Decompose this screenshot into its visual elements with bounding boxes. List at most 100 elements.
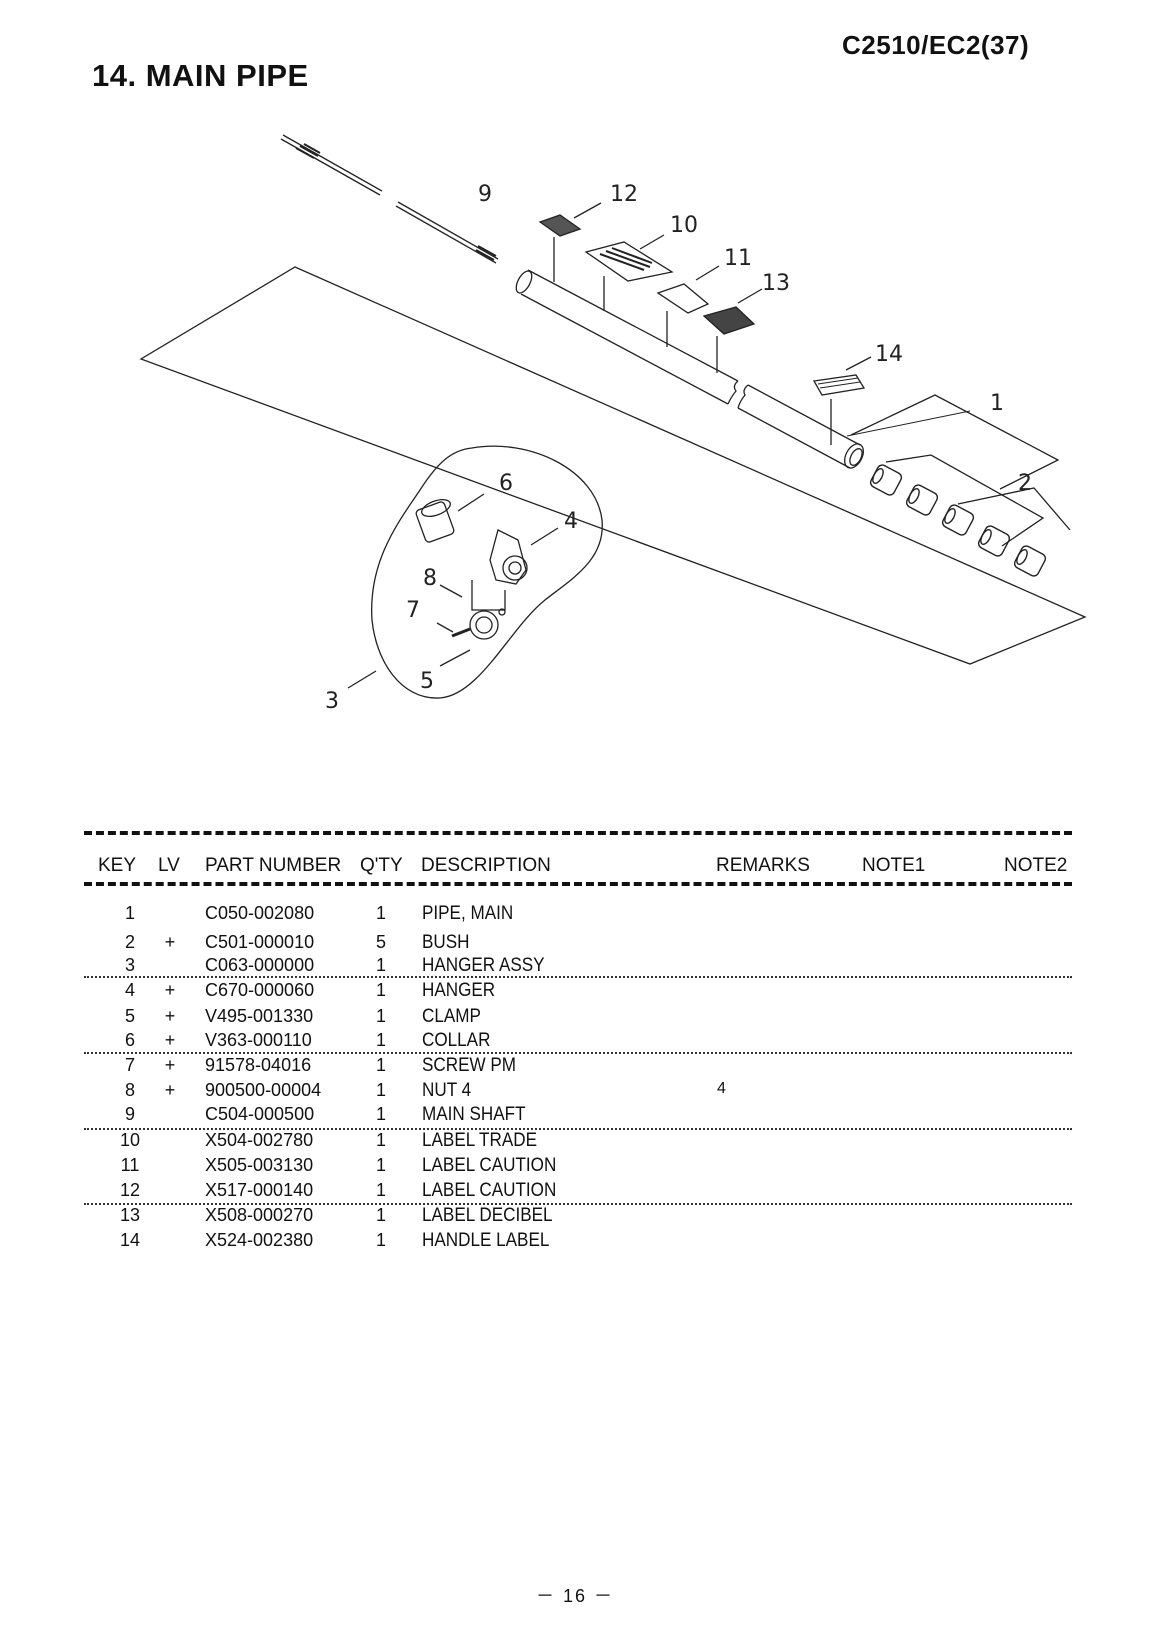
- cell-qty: 1: [375, 1030, 386, 1050]
- cell-description: PIPE, MAIN: [422, 903, 514, 924]
- column-header-qty: Q'TY: [360, 855, 403, 876]
- cell-qty: 1: [375, 1055, 386, 1075]
- bush-drawing: [869, 464, 1047, 577]
- cell-part-number: V363-000110: [205, 1030, 312, 1050]
- cell-part-number: X508-000270: [205, 1205, 314, 1225]
- cell-description: LABEL CAUTION: [422, 1180, 557, 1201]
- callout-11: 11: [724, 246, 752, 271]
- cell-qty: 1: [375, 1205, 386, 1225]
- cell-qty: 1: [375, 1130, 386, 1150]
- cell-key: 6: [124, 1030, 135, 1050]
- cell-key: 1: [124, 903, 135, 923]
- cell-key: 7: [124, 1055, 135, 1075]
- cell-remarks: 4: [717, 1080, 726, 1097]
- cell-qty: 1: [375, 955, 386, 975]
- cell-qty: 1: [375, 1230, 386, 1250]
- callout-7: 7: [406, 598, 420, 623]
- cell-part-number: C504-000500: [205, 1104, 315, 1124]
- cell-key: 14: [119, 1230, 141, 1250]
- group-separator: [84, 1128, 1072, 1130]
- cell-part-number: 900500-00004: [205, 1080, 322, 1100]
- table-row: 1 C050-002080 1 PIPE, MAIN: [0, 903, 1150, 927]
- cell-key: 3: [124, 955, 135, 975]
- cell-description: MAIN SHAFT: [422, 1104, 526, 1125]
- column-header-note1: NOTE1: [862, 855, 926, 876]
- cell-qty: 5: [375, 932, 386, 952]
- callout-1: 1: [990, 391, 1004, 416]
- callout-12: 12: [610, 182, 638, 207]
- cell-description: HANDLE LABEL: [422, 1230, 550, 1251]
- callout-9: 9: [478, 182, 492, 207]
- cell-lv: +: [164, 1006, 176, 1026]
- column-header-remarks: REMARKS: [716, 855, 810, 876]
- cell-part-number: X505-003130: [205, 1155, 314, 1175]
- cell-description: CLAMP: [422, 1006, 481, 1027]
- cell-description: HANGER: [422, 980, 496, 1001]
- cell-qty: 1: [375, 1080, 386, 1100]
- table-row: 10 X504-002780 1 LABEL TRADE: [0, 1130, 1150, 1154]
- cell-qty: 1: [375, 980, 386, 1000]
- cell-part-number: C501-000010: [205, 932, 315, 952]
- cell-qty: 1: [375, 1155, 386, 1175]
- cell-key: 9: [124, 1104, 135, 1124]
- cell-key: 4: [124, 980, 135, 1000]
- cell-key: 12: [119, 1180, 141, 1200]
- cell-description: LABEL DECIBEL: [422, 1205, 553, 1226]
- cell-description: LABEL CAUTION: [422, 1155, 557, 1176]
- cell-description: NUT 4: [422, 1080, 472, 1101]
- table-header-rule: [84, 882, 1072, 886]
- cell-lv: +: [164, 1055, 176, 1075]
- cell-part-number: 91578-04016: [205, 1055, 312, 1075]
- callout-5: 5: [420, 669, 434, 694]
- column-header-part-number: PART NUMBER: [205, 855, 342, 876]
- hanger-assy-drawing: [347, 445, 603, 699]
- cell-key: 5: [124, 1006, 135, 1026]
- exploded-parts-diagram: 1 2 3 4 5 6 7 8 9 10 11 12 13 14: [139, 134, 1087, 714]
- group-separator: [84, 976, 1072, 978]
- table-row: 9 C504-000500 1 MAIN SHAFT: [0, 1104, 1150, 1128]
- section-title: 14. MAIN PIPE: [92, 58, 309, 93]
- cell-part-number: X524-002380: [205, 1230, 314, 1250]
- cell-key: 10: [119, 1130, 141, 1150]
- cell-key: 8: [124, 1080, 135, 1100]
- cell-key: 11: [120, 1155, 140, 1175]
- cell-part-number: C670-000060: [205, 980, 315, 1000]
- cell-qty: 1: [375, 1104, 386, 1124]
- table-row: 14 X524-002380 1 HANDLE LABEL: [0, 1230, 1150, 1254]
- callout-4: 4: [564, 509, 578, 534]
- cell-lv: +: [164, 932, 176, 952]
- cell-part-number: C050-002080: [205, 903, 315, 923]
- callout-13: 13: [762, 271, 790, 296]
- label-decals-drawing: [538, 202, 971, 445]
- table-row: 13 X508-000270 1 LABEL DECIBEL: [0, 1205, 1150, 1229]
- cell-part-number: X504-002780: [205, 1130, 314, 1150]
- table-row: 12 X517-000140 1 LABEL CAUTION: [0, 1180, 1150, 1204]
- callout-2: 2: [1018, 471, 1032, 496]
- callout-14: 14: [875, 342, 903, 367]
- model-code: C2510/EC2(37): [842, 30, 1030, 60]
- main-pipe-drawing: [515, 269, 864, 469]
- cell-description: HANGER ASSY: [422, 955, 545, 976]
- table-row: 11 X505-003130 1 LABEL CAUTION: [0, 1155, 1150, 1179]
- cell-qty: 1: [375, 1180, 386, 1200]
- cell-key: 13: [119, 1205, 141, 1225]
- callout-10: 10: [670, 213, 698, 238]
- group-separator: [84, 1052, 1072, 1054]
- callout-8: 8: [423, 566, 437, 591]
- callout-6: 6: [499, 471, 513, 496]
- cell-description: SCREW PM: [422, 1055, 517, 1076]
- cell-qty: 1: [375, 903, 386, 923]
- column-header-note2: NOTE2: [1004, 855, 1068, 876]
- cell-qty: 1: [375, 1006, 386, 1026]
- table-top-rule: [84, 831, 1072, 835]
- cell-description: LABEL TRADE: [422, 1130, 538, 1151]
- page-number: － 16 －: [535, 1586, 615, 1606]
- cell-key: 2: [124, 932, 135, 952]
- cell-part-number: X517-000140: [205, 1180, 314, 1200]
